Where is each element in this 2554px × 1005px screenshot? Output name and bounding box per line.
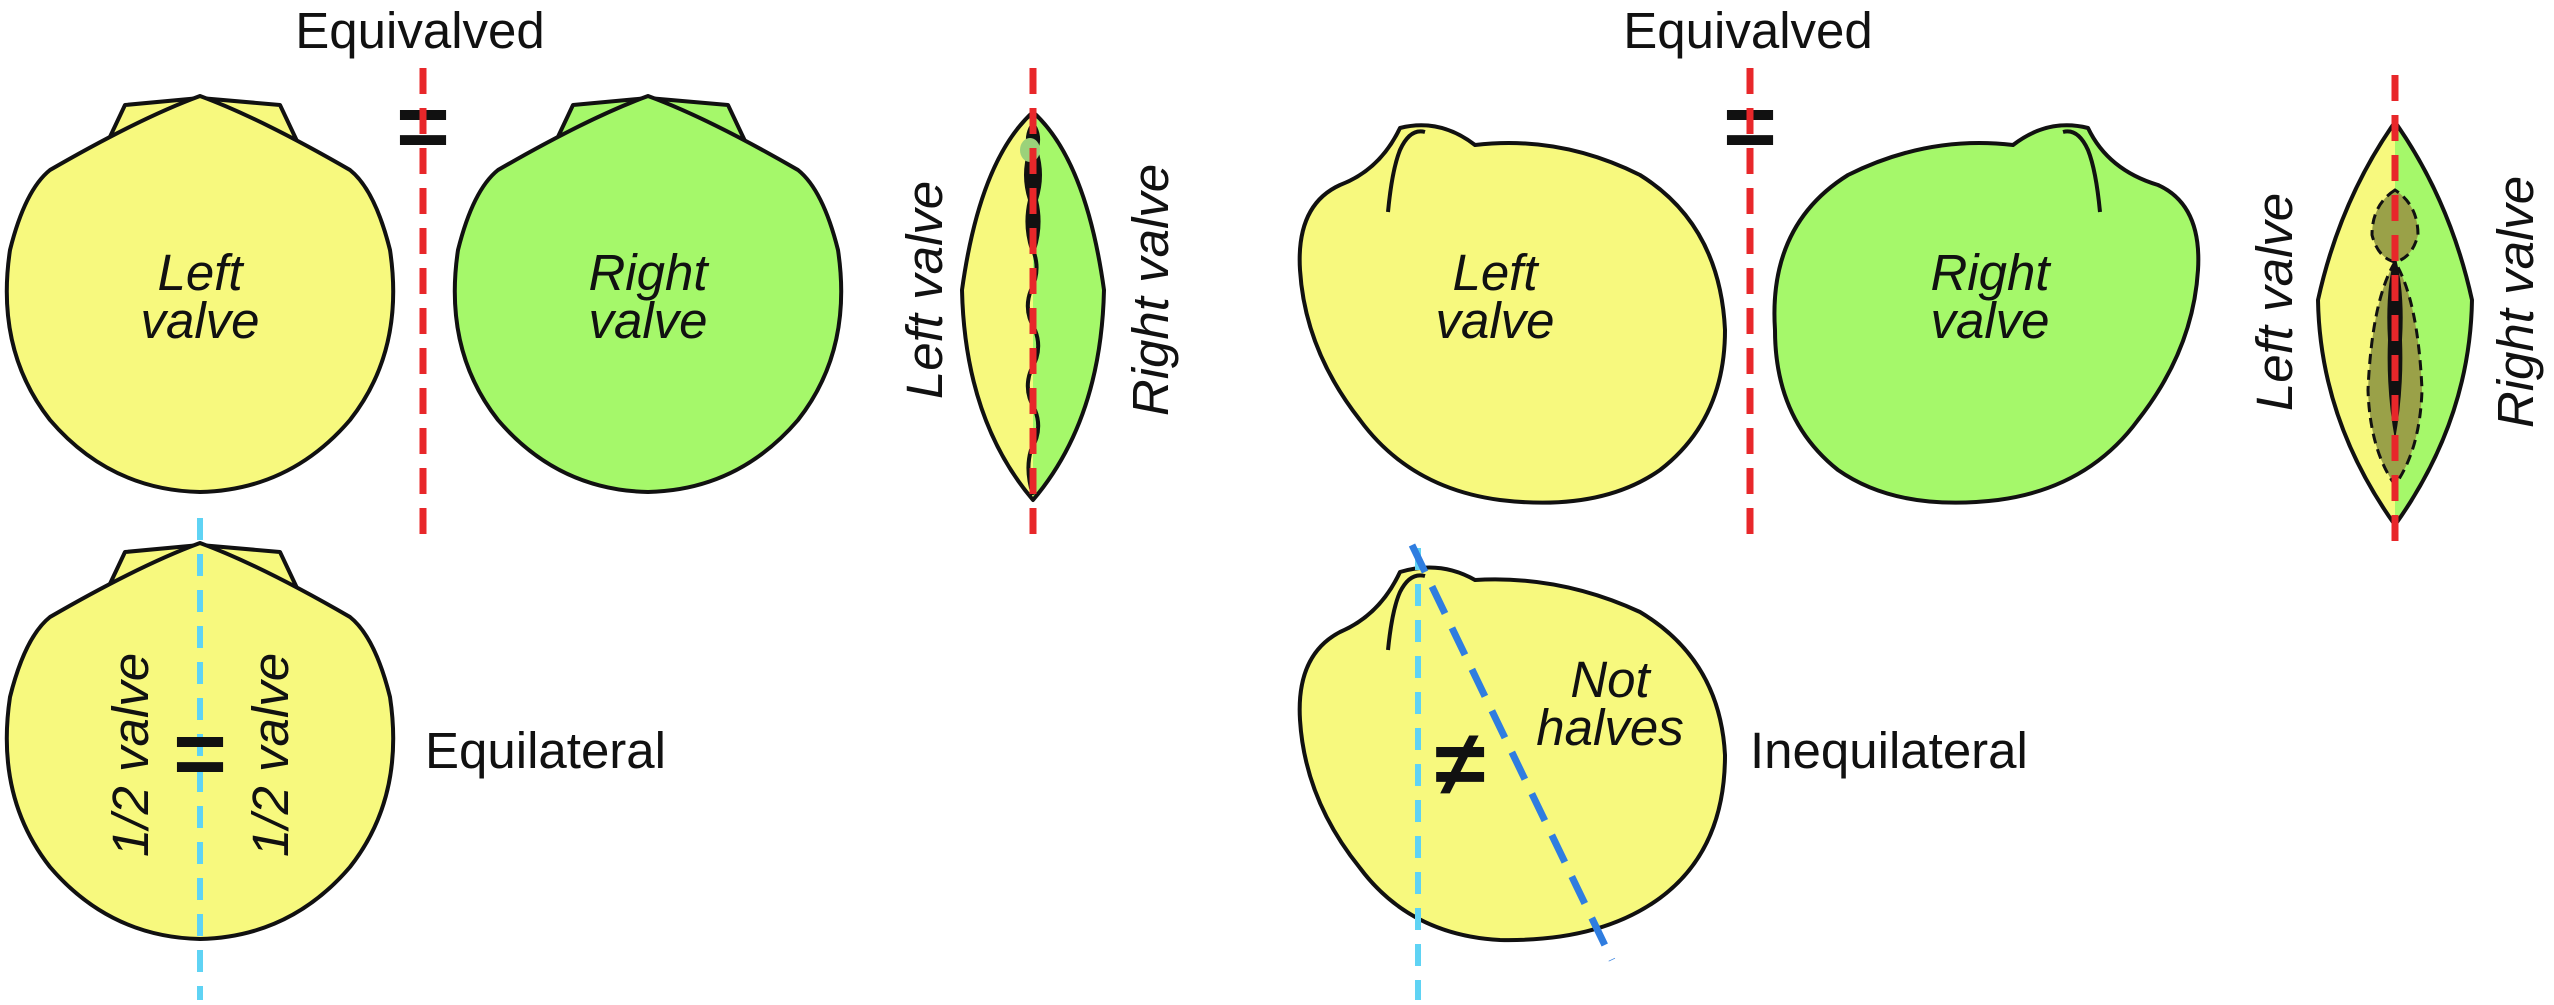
equilateral-right-valve-label-line2: valve — [588, 292, 707, 349]
inequilateral-left-valve: Left valve — [1297, 123, 1727, 505]
inequilateral-right-valve: Right valve — [1772, 123, 2201, 505]
right-panel-title: Equivalved — [1623, 2, 1873, 59]
inequilateral-side-view: Left valve Right valve — [2246, 75, 2544, 552]
inequilateral-not-equal-sign: ≠ — [1435, 713, 1486, 815]
equilateral-right-valve: Right valve — [452, 94, 844, 494]
equilateral-caption: Equilateral — [425, 722, 666, 779]
equilateral-half-equal-sign: = — [173, 703, 227, 805]
inequilateral-halves-umbo — [1386, 573, 1426, 651]
equilateral-left-valve-body — [4, 94, 396, 494]
equilateral-valve-halves: 1/2 valve 1/2 valve = — [4, 518, 396, 1000]
left-panel-title: Equivalved — [295, 2, 545, 59]
equilateral-right-valve-body — [452, 94, 844, 494]
inequilateral-side-right-label: Right valve — [2487, 176, 2544, 428]
equilateral-right-valve-label-line1: Right — [588, 244, 709, 301]
inequilateral-left-valve-label-line2: valve — [1435, 292, 1554, 349]
inequilateral-left-valve-label-line1: Left — [1452, 244, 1539, 301]
inequilateral-left-valve-body — [1297, 123, 1727, 505]
inequilateral-not-halves-line2: halves — [1536, 699, 1683, 756]
equilateral-side-right-label: Right valve — [1122, 164, 1179, 416]
inequilateral-right-valve-body — [1772, 123, 2201, 505]
inequilateral-right-valve-umbo — [2062, 129, 2102, 213]
inequilateral-valve-halves: ≠ Not halves — [1297, 543, 1727, 1000]
inequilateral-oblique-axis — [1408, 543, 1616, 962]
equilateral-side-left-label: Left valve — [896, 181, 953, 399]
inequilateral-caption: Inequilateral — [1750, 722, 2028, 779]
equilateral-half-right-label: 1/2 valve — [242, 653, 299, 857]
inequilateral-not-halves-line1: Not — [1570, 651, 1651, 708]
equilateral-side-left-half — [962, 112, 1033, 500]
inequilateral-right-valve-label-line2: valve — [1930, 292, 2049, 349]
equilateral-half-left-label: 1/2 valve — [102, 653, 159, 857]
equilateral-left-valve-label-line1: Left — [157, 244, 244, 301]
inequilateral-side-hinge — [2387, 255, 2403, 440]
inequilateral-side-left-label: Left valve — [2246, 193, 2303, 411]
equilateral-panel: Equivalved Left valve = Right valve — [4, 2, 1179, 1000]
inequilateral-left-valve-umbo — [1386, 129, 1426, 213]
equilateral-side-right-half — [1033, 112, 1104, 500]
equilateral-left-valve-label-line2: valve — [140, 292, 259, 349]
inequilateral-right-valve-label-line1: Right — [1930, 244, 2051, 301]
equilateral-side-view: Left valve Right valve — [896, 68, 1179, 548]
equilateral-side-outline — [960, 110, 1106, 502]
inequilateral-side-shadow-upper — [2370, 188, 2420, 264]
inequilateral-panel: Equivalved Left valve = Right valve — [1297, 2, 2544, 1000]
equilateral-left-valve: Left valve — [4, 94, 396, 494]
